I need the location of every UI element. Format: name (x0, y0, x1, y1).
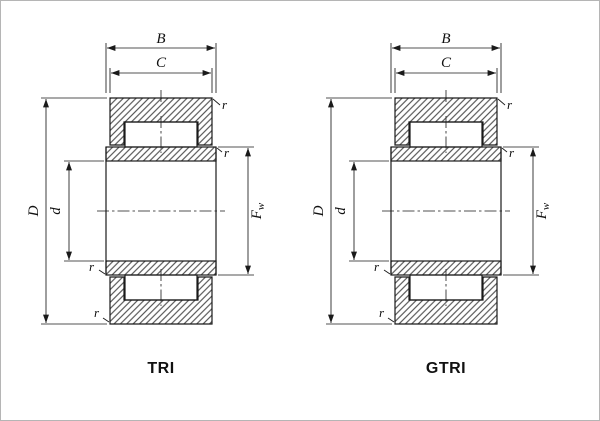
caption-gtri: GTRI (426, 360, 466, 377)
bearing-diagram-tri (26, 31, 267, 324)
caption-tri: TRI (147, 360, 174, 377)
bearing-diagram-gtri (311, 31, 552, 324)
